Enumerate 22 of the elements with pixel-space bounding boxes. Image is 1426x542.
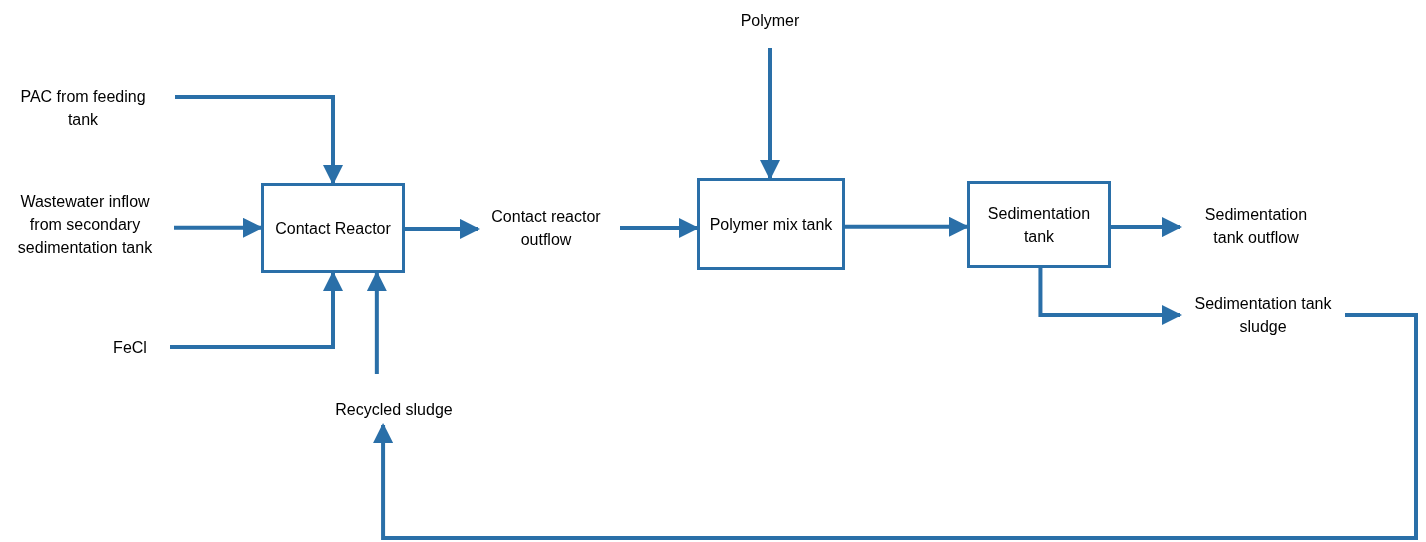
flow-arrow (845, 216, 969, 237)
flow-label: Recycled sludge (316, 396, 472, 422)
process-box: Sedimentation tank (967, 181, 1111, 268)
flow-label: Contact reactor outflow (482, 204, 610, 252)
flow-arrow (175, 94, 343, 185)
flow-arrow (373, 313, 1418, 540)
flow-label: Sedimentation tank sludge (1190, 291, 1336, 339)
flow-label: FeCl (104, 334, 156, 360)
flow-arrow (170, 271, 343, 349)
process-box: Polymer mix tank (697, 178, 845, 270)
flow-arrow (1111, 217, 1182, 238)
flow-arrow (620, 218, 699, 238)
flow-arrow (174, 217, 263, 238)
flow-label: Sedimentation tank outflow (1192, 202, 1320, 250)
flow-label: PAC from feeding tank (8, 84, 158, 132)
flow-arrow (1038, 268, 1182, 325)
flow-arrow (366, 271, 387, 374)
flow-label: Polymer (728, 7, 812, 33)
flow-arrow (760, 48, 780, 180)
flow-arrow (405, 218, 480, 239)
process-box: Contact Reactor (261, 183, 405, 273)
flow-label: Wastewater inflow from secondary sedimentation tank (4, 186, 166, 262)
